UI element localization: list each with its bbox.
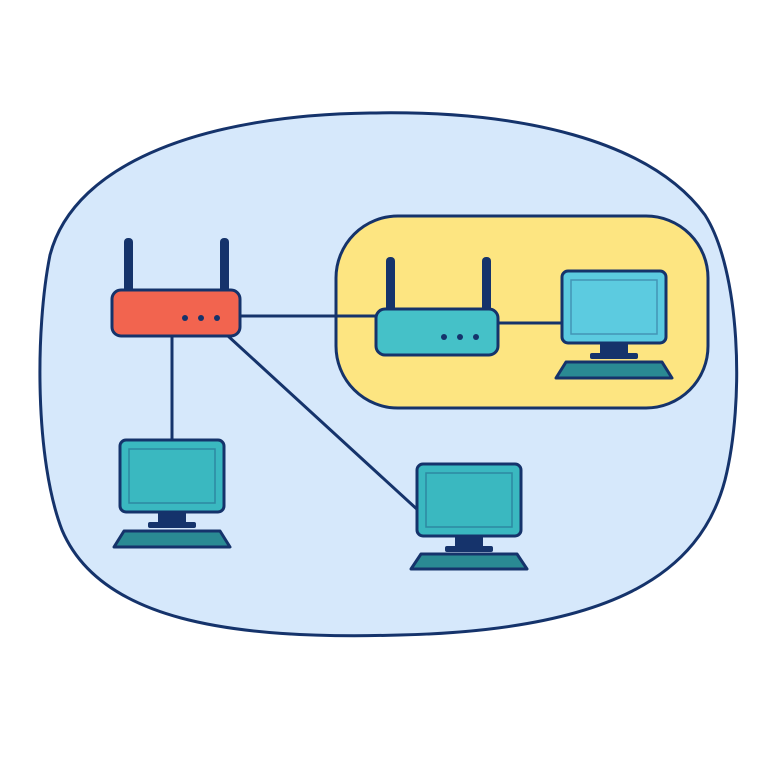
desktop-computer-icon (409, 462, 529, 571)
computer-right[interactable] (554, 269, 674, 380)
computer-left[interactable] (112, 438, 232, 549)
router-icon (374, 257, 500, 357)
link-main-router-computer-bottom (226, 334, 422, 514)
subnet-zone (334, 214, 710, 410)
computer-bottom[interactable] (409, 462, 529, 571)
sub-router[interactable] (374, 257, 500, 357)
desktop-computer-icon (554, 269, 674, 380)
router-icon (110, 238, 242, 338)
desktop-computer-icon (112, 438, 232, 549)
main-router[interactable] (110, 238, 242, 338)
network-links (170, 314, 562, 514)
